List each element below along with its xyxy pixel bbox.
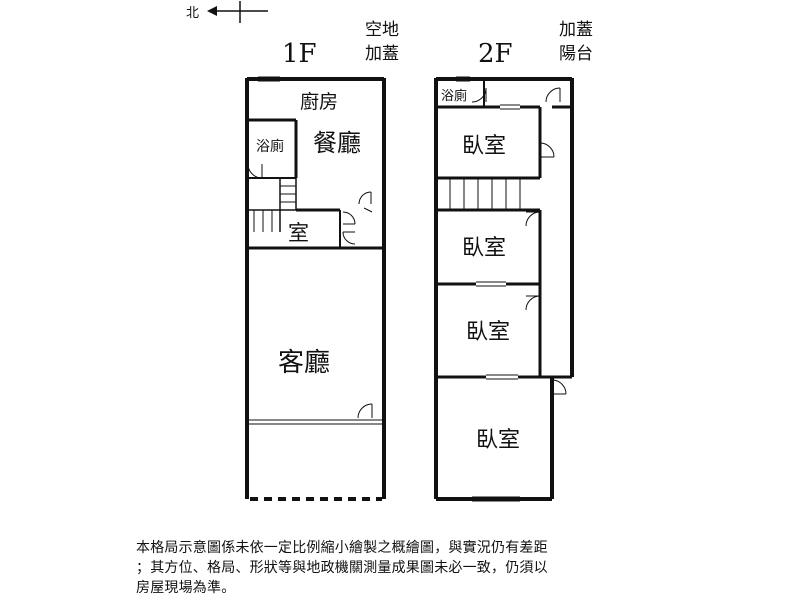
floor1-kitchen-label: 廚房 <box>300 90 338 113</box>
floor2-bedroom4-label: 臥室 <box>476 428 520 453</box>
floor1-note-line1: 空地 <box>365 20 399 40</box>
floor2-label: 2F <box>478 39 513 69</box>
floor1-bath-label: 浴廁 <box>256 138 284 155</box>
disclaimer-line-3: 房屋現場為準。 <box>136 580 236 596</box>
floor1-walls <box>245 76 386 501</box>
floor2-note-line1: 加蓋 <box>559 20 593 40</box>
disclaimer-line-2: ；其方位、格局、形狀等與地政機關測量成果圖未必一致，仍須以 <box>136 560 548 576</box>
disclaimer-note: 本格局示意圖係未依一定比例縮小繪製之概繪圖，與實況仍有差距 ；其方位、格局、形狀… <box>136 538 676 598</box>
floor1-doors <box>247 163 373 419</box>
floor2-bedroom2-label: 臥室 <box>462 236 506 261</box>
floor1-note-line2: 加蓋 <box>365 44 399 64</box>
disclaimer-line-1: 本格局示意圖係未依一定比例縮小繪製之概繪圖，與實況仍有差距 <box>136 540 548 556</box>
floor1-room-label: 室 <box>288 221 309 245</box>
north-label: 北 <box>186 6 199 21</box>
floor2-doors <box>471 87 567 395</box>
floor2-bath-label: 浴廁 <box>441 88 467 104</box>
floor2-note-line2: 陽台 <box>559 44 593 64</box>
north-arrow-icon <box>207 1 268 23</box>
floor1-label: 1F <box>282 39 317 69</box>
floor1-living-label: 客廳 <box>278 348 330 378</box>
floor1-dining-label: 餐廳 <box>313 129 361 157</box>
floor2-bedroom1-label: 臥室 <box>462 134 506 159</box>
floor2-bedroom3-label: 臥室 <box>466 320 510 345</box>
